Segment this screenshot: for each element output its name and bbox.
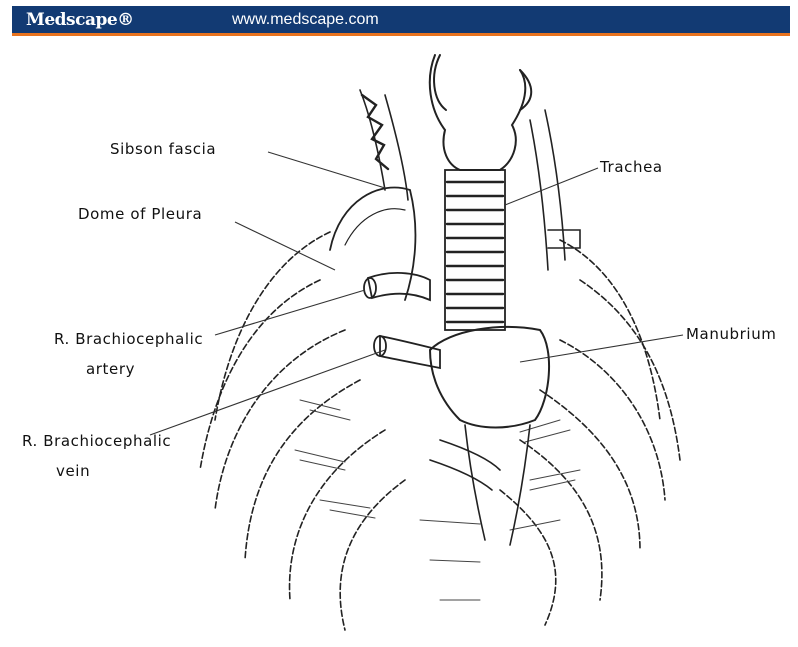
label-brachiocephalic-vein-line1: R. Brachiocephalic xyxy=(22,432,171,450)
pleura-dome-inner xyxy=(345,209,405,245)
trachea-tube xyxy=(445,170,505,330)
label-brachiocephalic-artery-line2: artery xyxy=(86,360,135,378)
sternum-body xyxy=(465,425,530,545)
left-clavicle xyxy=(430,440,500,490)
manubrium-bone xyxy=(430,327,549,428)
left-ribs xyxy=(200,232,405,630)
label-dome-of-pleura: Dome of Pleura xyxy=(78,205,202,223)
leader-lines xyxy=(150,152,683,435)
site-url: www.medscape.com xyxy=(232,11,379,29)
label-sibson-fascia: Sibson fascia xyxy=(110,140,216,158)
header-bar: Medscape® www.medscape.com xyxy=(12,6,790,36)
label-brachiocephalic-artery-line1: R. Brachiocephalic xyxy=(54,330,203,348)
right-neck-structure xyxy=(530,110,565,270)
label-trachea: Trachea xyxy=(600,158,663,176)
right-ribs xyxy=(500,240,680,625)
label-manubrium: Manubrium xyxy=(686,325,777,343)
rib-shading xyxy=(295,400,580,600)
trachea-rings xyxy=(447,182,503,322)
pleura-dome xyxy=(330,188,415,301)
larynx xyxy=(430,55,525,170)
brachiocephalic-artery xyxy=(368,273,430,300)
epiglottis-left xyxy=(434,55,446,110)
label-brachiocephalic-vein-line2: vein xyxy=(56,462,90,480)
medscape-logo: Medscape® xyxy=(26,10,134,30)
